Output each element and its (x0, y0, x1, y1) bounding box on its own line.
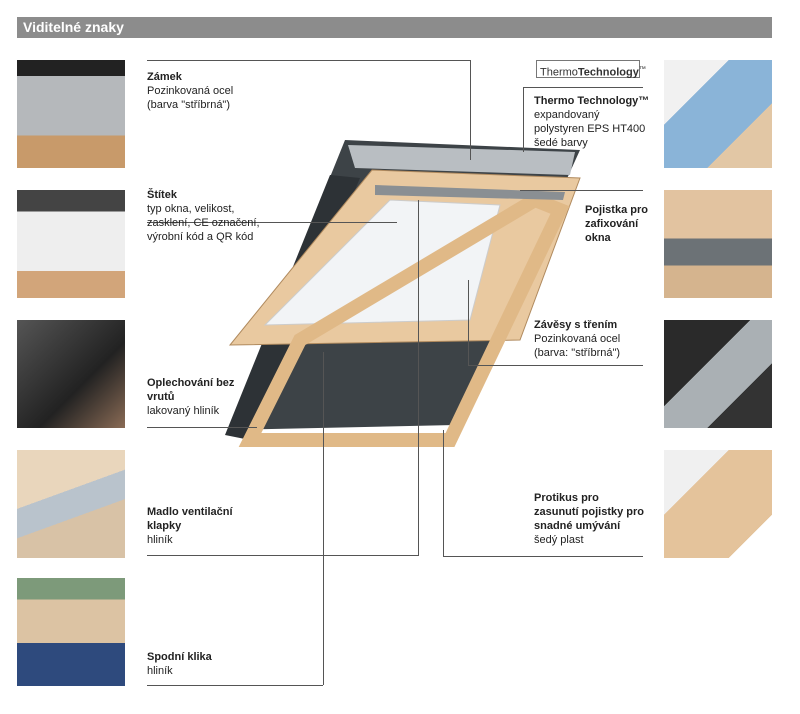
outer-frame-top (348, 145, 575, 175)
label-stitek: Štítek typ okna, velikost, zasklení, CE … (147, 189, 260, 243)
leader-line-spodni (147, 685, 323, 686)
leader-line-zavesy-v (468, 280, 469, 365)
leader-line-thermo (523, 87, 643, 88)
leader-line-pojistka (520, 190, 643, 191)
photo-bottom-handle (17, 578, 125, 686)
photo-counterpart (664, 450, 772, 558)
leader-line-stitek (147, 222, 397, 223)
leader-line-protikus (443, 556, 643, 557)
leader-line-zavesy (468, 365, 643, 366)
leader-line-thermo-v (523, 87, 524, 152)
label-protikus: Protikus pro zasunutí pojistky pro snadn… (534, 492, 645, 546)
label-oplechovani: Oplechování bez vrutů lakovaný hliník (147, 377, 235, 417)
photo-person-window (664, 60, 772, 168)
leader-line-madlo-v (418, 200, 419, 555)
thermo-technology-badge: ThermoTechnology™ (536, 60, 646, 79)
photo-lock (17, 60, 125, 168)
label-pojistka: Pojistka pro zafixování okna (585, 204, 648, 244)
section-header: Viditelné znaky (17, 17, 772, 38)
photo-vent-handle (17, 450, 125, 558)
leader-line-zamek (147, 60, 470, 61)
label-zavesy: Závěsy s třením Pozinkovaná ocel (barva:… (534, 319, 621, 359)
label-zamek: Zámek Pozinkovaná ocel (barva "stříbrná"… (147, 71, 234, 111)
photo-hinge (664, 320, 772, 428)
label-madlo: Madlo ventilační klapky hliník (147, 506, 233, 546)
photo-label-plate (17, 190, 125, 298)
leader-line-zamek-v (470, 60, 471, 160)
label-thermo: Thermo Technology™ expandovaný polystyre… (534, 95, 650, 149)
leader-line-spodni-v (323, 352, 324, 685)
glass-pane (263, 199, 501, 326)
leader-line-protikus-v (443, 430, 444, 556)
photo-flashing (17, 320, 125, 428)
frame-lower (238, 192, 570, 447)
label-spodni-klika: Spodní klika hliník (147, 651, 212, 677)
leader-line-madlo (147, 555, 419, 556)
leader-line-oplechovani (147, 427, 257, 428)
handle-bar (375, 185, 565, 200)
photo-safety-catch (664, 190, 772, 298)
